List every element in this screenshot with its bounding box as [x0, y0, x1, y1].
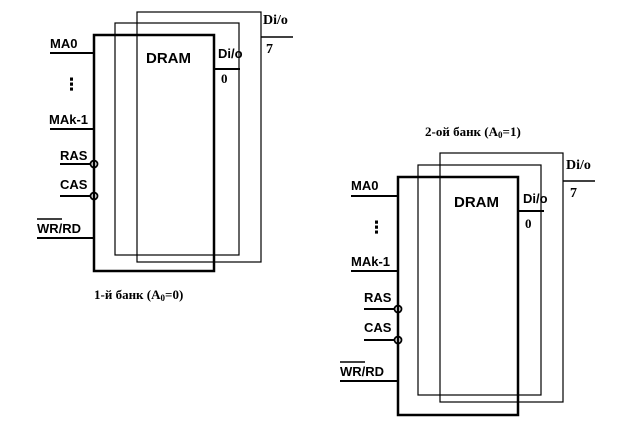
bank-1-pin-rd-text: /RD: [59, 221, 81, 236]
bank-2-pin-wrrd-label: WR/RD: [340, 364, 384, 379]
bank-2-pin-ma0-label: MA0: [351, 178, 378, 193]
bank-2-pin-ras-label: RAS: [364, 290, 392, 305]
bank-1-data-inner-label: Di/o: [218, 46, 243, 61]
bank-1-caption-subscript: 0: [161, 293, 166, 303]
bank-2-pin-mak1-label: MAk-1: [351, 254, 390, 269]
bank-2-pin-rd-text: /RD: [362, 364, 384, 379]
bank-1-chip-front: [92, 33, 216, 273]
bank-1-chip-outline-middle: [114, 22, 240, 256]
bank-1-pin-cas-label: CAS: [60, 177, 88, 192]
bank-1-pin-mak1-label: MAk-1: [49, 112, 88, 127]
bank-2-pin-cas-label: CAS: [364, 320, 392, 335]
bank-1-cas-bubble: [89, 191, 99, 201]
bank-1-caption: 1-й банк (A0=0): [94, 287, 183, 303]
bank-2-data-outer-label: Di/o: [566, 158, 591, 173]
bank-2-caption-subscript: 0: [498, 130, 503, 140]
bank-2-data-inner-bit: 0: [525, 216, 532, 231]
bank-2-chip-outline-back: [439, 152, 564, 403]
bank-1-ras-bubble: [89, 159, 99, 169]
bank-1: DRAM Di/o 0 Di/o 7 MA0 ⋮ MAk-1 RAS CAS W…: [37, 11, 293, 303]
bank-2: 2-ой банк (A0=1) DRAM Di/o 0 Di/o 7 MA0 …: [340, 124, 595, 417]
bank-1-chip-label: DRAM: [146, 50, 191, 67]
bank-1-pin-wrrd-label: WR/RD: [37, 221, 81, 236]
bank-1-data-outer-bit: 7: [266, 42, 273, 57]
bank-1-pin-ras-label: RAS: [60, 148, 88, 163]
bank-2-caption-suffix: =1): [503, 124, 521, 139]
bank-2-ras-bubble: [393, 304, 403, 314]
bank-1-caption-prefix: 1-й банк (A: [94, 287, 161, 302]
bank-2-data-outer-bit: 7: [570, 186, 577, 201]
bank-2-cas-bubble: [393, 335, 403, 345]
bank-1-data-outer-label: Di/o: [263, 13, 288, 28]
bank-1-pin-wr-text: WR: [37, 221, 59, 236]
bank-2-pin-wr-text: WR: [340, 364, 362, 379]
bank-1-data-inner-bit: 0: [221, 71, 228, 86]
bank-2-caption: 2-ой банк (A0=1): [425, 124, 521, 140]
bank-2-caption-prefix: 2-ой банк (A: [425, 124, 499, 139]
bank-1-address-ellipsis: ⋮: [63, 75, 80, 94]
bank-2-chip-outline-middle: [417, 164, 542, 396]
bank-2-chip-front: [396, 175, 520, 417]
bank-1-pin-ma0-label: MA0: [50, 36, 77, 51]
bank-1-caption-suffix: =0): [165, 287, 183, 302]
bank-1-chip-outline-back: [136, 11, 262, 263]
bank-2-chip-label: DRAM: [454, 194, 499, 211]
bank-2-data-inner-label: Di/o: [523, 191, 548, 206]
bank-2-address-ellipsis: ⋮: [368, 218, 385, 237]
